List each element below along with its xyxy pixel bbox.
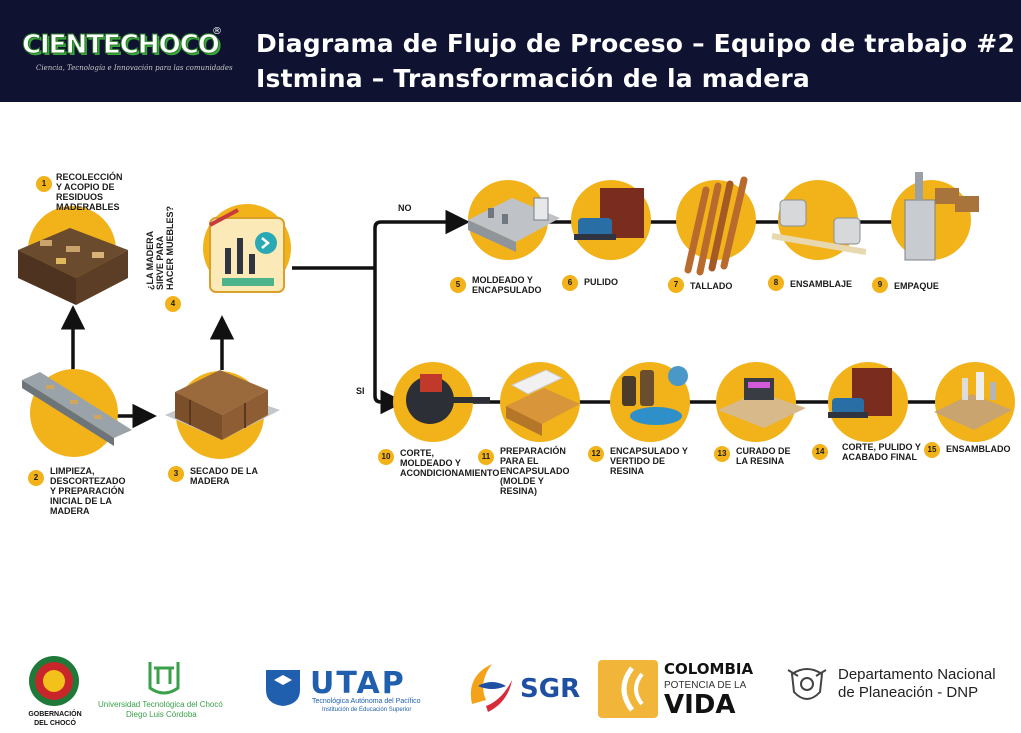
branch-no-label: NO	[398, 203, 412, 213]
step-8-number: 8	[768, 275, 784, 291]
step-2-label: LIMPIEZA, DESCORTEZADO Y PREPARACIÓN INI…	[50, 466, 126, 516]
step-4-number: 4	[165, 296, 181, 312]
step-7-number: 7	[668, 277, 684, 293]
utch-text-line1: Universidad Tecnológica del Chocó	[98, 700, 223, 709]
gobernacion-logo: GOBERNACIÓN DEL CHOCÓ	[26, 654, 82, 727]
packaging-machine-illustration	[904, 172, 979, 261]
assembly-spools-illustration	[771, 199, 867, 255]
page-title: Diagrama de Flujo de Proceso – Equipo de…	[256, 26, 1015, 96]
dnp-text-line2: de Planeación - DNP	[838, 684, 979, 701]
partner-logos-footer: GOBERNACIÓN DEL CHOCÓ Universidad Tecnol…	[0, 640, 1021, 733]
router-illustration	[406, 374, 490, 424]
sawmill-illustration	[18, 228, 128, 305]
step-3-label: SECADO DE LA MADERA	[190, 466, 258, 486]
utch-text-line2: Diego Luis Córdoba	[126, 710, 197, 719]
header-banner: CIENTECHOCO ® Ciencia, Tecnología e Inno…	[0, 0, 1021, 102]
step-5-label: MOLDEADO Y ENCAPSULADO	[472, 275, 542, 295]
step-5-number: 5	[450, 277, 466, 293]
conveyor-illustration	[22, 372, 132, 446]
dryer-house-illustration	[165, 370, 280, 440]
step-11-label: PREPARACIÓN PARA EL ENCAPSULADO (MOLDE Y…	[500, 446, 570, 496]
step-13-label: CURADO DE LA RESINA	[736, 446, 791, 466]
sgr-text: SGR	[520, 674, 581, 704]
dnp-logo: Departamento Nacional de Planeación - DN…	[784, 662, 1014, 712]
step-15-number: 15	[924, 442, 940, 458]
utap-name: UTAP	[310, 666, 406, 701]
step-9-label: EMPAQUE	[894, 281, 939, 291]
utap-shield-icon	[266, 670, 300, 706]
colombia-text-line2: POTENCIA DE LA	[664, 680, 747, 691]
step-10-label: CORTE, MOLDEADO Y ACONDICIONAMIENTO	[400, 448, 500, 478]
step-1-number: 1	[36, 176, 52, 192]
step-4-label: ¿LA MADERA SIRVE PARA HACER MUEBLES?	[145, 205, 175, 290]
utch-emblem-icon	[148, 662, 180, 695]
step-14-number: 14	[812, 444, 828, 460]
logo-registered-mark: ®	[212, 26, 222, 37]
step-10-number: 10	[378, 449, 394, 465]
assembled-tools-illustration	[934, 372, 1012, 430]
logo-text: CIENTECHOCO	[22, 30, 221, 61]
colombia-text-line3: VIDA	[664, 690, 736, 720]
mold-tray-illustration	[506, 369, 580, 436]
colombia-coat-of-arms-icon	[787, 668, 827, 700]
step-8-label: ENSAMBLAJE	[790, 279, 853, 289]
cientechoco-logo: CIENTECHOCO ® Ciencia, Tecnología e Inno…	[22, 26, 233, 78]
chisels-illustration	[684, 176, 748, 276]
sgr-logo: SGR	[462, 656, 582, 720]
colombia-emblem-icon	[598, 660, 658, 718]
branch-si-line	[373, 268, 405, 415]
process-flow-diagram	[18, 172, 1015, 459]
title-line-1: Diagrama de Flujo de Proceso – Equipo de…	[256, 29, 1016, 58]
branch-si-label: SI	[356, 386, 365, 396]
colombia-potencia-vida-logo: COLOMBIA POTENCIA DE LA VIDA	[598, 660, 768, 722]
step-7-label: TALLADO	[690, 281, 733, 291]
logo-tagline: Ciencia, Tecnología e Innovación para la…	[36, 64, 233, 72]
colombia-text-line1: COLOMBIA	[664, 660, 754, 678]
step-6-label: PULIDO	[584, 277, 619, 287]
step-15-label: ENSAMBLADO	[946, 444, 1011, 454]
resin-bottles-illustration	[622, 366, 688, 425]
gobernacion-seal-icon	[29, 656, 79, 706]
step-12-number: 12	[588, 446, 604, 462]
sander-illustration	[574, 188, 644, 240]
title-line-2: Istmina – Transformación de la madera	[256, 64, 810, 93]
utap-logo: UTAP Tecnológica Autónoma del Pacífico I…	[262, 666, 432, 716]
step-14-label: CORTE, PULIDO Y ACABADO FINAL	[842, 442, 921, 462]
step-11-number: 11	[478, 449, 494, 465]
gobernacion-text: GOBERNACIÓN DEL CHOCÓ	[28, 711, 82, 727]
molding-illustration	[468, 197, 560, 252]
clipboard-chart-illustration	[209, 208, 285, 293]
step-2-number: 2	[28, 470, 44, 486]
utap-text-line1: Tecnológica Autónoma del Pacífico	[312, 698, 421, 705]
step-6-number: 6	[562, 275, 578, 291]
finishing-sander-illustration	[828, 368, 892, 418]
step-13-number: 13	[714, 446, 730, 462]
step-1-label: RECOLECCIÓN Y ACOPIO DE RESIDUOS MADERAB…	[56, 172, 123, 212]
utch-logo: Universidad Tecnológica del Chocó Diego …	[98, 658, 248, 719]
step-3-number: 3	[168, 466, 184, 482]
step-9-number: 9	[872, 277, 888, 293]
branch-no-line	[373, 209, 470, 268]
step-12-label: ENCAPSULADO Y VERTIDO DE RESINA	[610, 446, 688, 476]
dnp-text-line1: Departamento Nacional	[838, 666, 996, 683]
curing-table-illustration	[718, 378, 806, 428]
sgr-swoosh-icon	[470, 664, 512, 712]
utap-text-line2: Institución de Educación Superior	[322, 707, 412, 713]
